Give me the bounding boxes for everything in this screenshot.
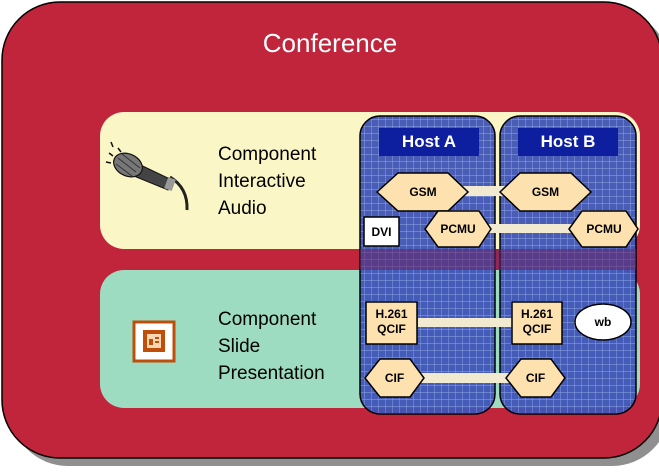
presentation-icon	[132, 320, 176, 363]
microphone-icon	[105, 141, 189, 211]
h261-b-line1: H.261	[520, 307, 554, 321]
audio-label-line2: Interactive	[218, 171, 306, 192]
component-overlap	[360, 249, 636, 270]
conference-title: Conference	[262, 28, 398, 58]
h261-a-line2: QCIF	[377, 322, 406, 336]
h261-b-line2: QCIF	[522, 322, 552, 336]
wb-text: wb	[594, 315, 612, 329]
gsm-a-text: GSM	[409, 185, 437, 199]
cif-a-text: CIF	[384, 371, 405, 385]
cif-node-b	[505, 358, 566, 398]
wb-node	[574, 303, 632, 341]
h261-node-a	[365, 301, 418, 345]
audio-component-label: Component Interactive Audio	[218, 141, 316, 222]
pcmu-b-text: PCMU	[586, 222, 622, 236]
h261-b-text: H.261 QCIF	[512, 307, 562, 337]
h261-a-text: H.261 QCIF	[366, 307, 417, 337]
cif-link	[410, 373, 518, 383]
slide-component-label: Component Slide Presentation	[218, 306, 325, 387]
gsm-b-text: GSM	[531, 185, 560, 199]
audio-label-line3: Audio	[218, 198, 267, 219]
host-a-label: Host A	[379, 128, 479, 156]
h261-a-line1: H.261	[375, 307, 408, 321]
slide-label-line3: Presentation	[218, 363, 325, 384]
h261-node-b	[511, 301, 563, 345]
pcmu-node-a	[424, 210, 492, 248]
gsm-link	[440, 186, 526, 196]
h261-link	[418, 318, 512, 327]
dvi-text: DVI	[371, 225, 392, 239]
host-b-label: Host B	[518, 128, 618, 156]
gsm-node-b	[498, 172, 593, 212]
audio-label-line1: Component	[218, 144, 317, 165]
pcmu-link	[480, 224, 578, 233]
cif-b-text: CIF	[525, 371, 546, 385]
slide-label-line1: Component	[218, 309, 317, 330]
pcmu-a-text: PCMU	[440, 222, 476, 236]
slide-label-line2: Slide	[218, 336, 261, 357]
pcmu-node-b	[568, 210, 639, 248]
dvi-node	[363, 216, 400, 247]
gsm-node-a	[375, 172, 470, 212]
cif-node-a	[364, 358, 425, 398]
